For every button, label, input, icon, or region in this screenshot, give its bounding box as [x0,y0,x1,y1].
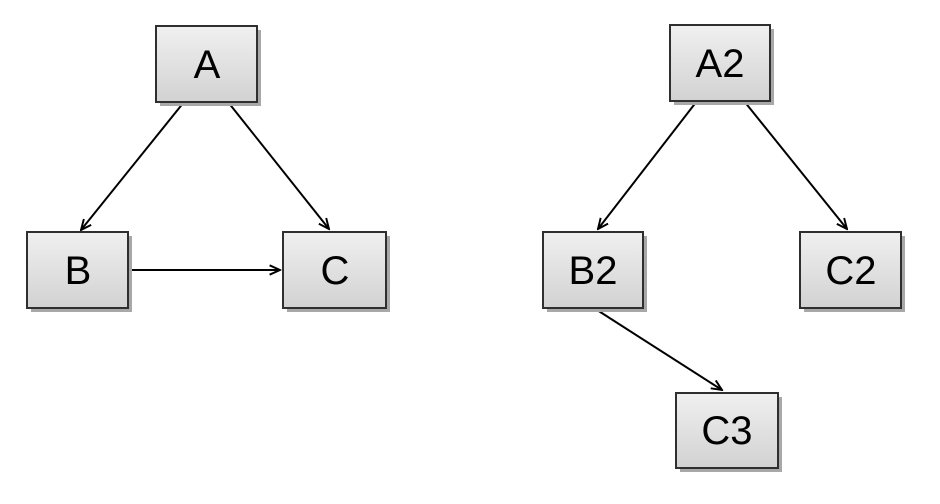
edge-line-A-C [227,101,329,229]
node-C2-box [799,231,902,309]
node-B[interactable]: B [26,231,132,312]
node-C3-label: C3 [701,409,752,453]
node-C2-label: C2 [825,249,876,293]
node-C2[interactable]: C2 [799,231,905,312]
edge-A-to-C[interactable] [227,101,329,229]
edge-line-A2-C2 [743,100,847,229]
edge-B2-to-C3[interactable] [593,307,722,390]
edge-line-A2-B2 [598,100,698,229]
node-C-box [282,231,387,309]
node-A[interactable]: A [155,25,261,106]
edge-A-to-B[interactable] [81,101,185,230]
node-C3-box [675,392,779,469]
node-B2[interactable]: B2 [542,231,647,312]
node-A2-box [669,24,771,102]
node-C[interactable]: C [282,231,390,312]
edge-A2-to-B2[interactable] [598,100,698,229]
node-A-box [155,25,258,103]
node-C3[interactable]: C3 [675,392,782,472]
node-C-label: C [321,249,350,293]
node-A-label: A [194,43,221,87]
node-B-box [26,231,129,309]
node-B2-label: B2 [569,249,618,293]
edge-line-A-B [81,101,185,230]
node-B2-box [542,231,644,309]
edge-line-B2-C3 [593,307,722,390]
node-B-label: B [65,249,92,293]
edge-A2-to-C2[interactable] [743,100,847,229]
node-A2-label: A2 [696,42,745,86]
node-A2[interactable]: A2 [669,24,774,105]
